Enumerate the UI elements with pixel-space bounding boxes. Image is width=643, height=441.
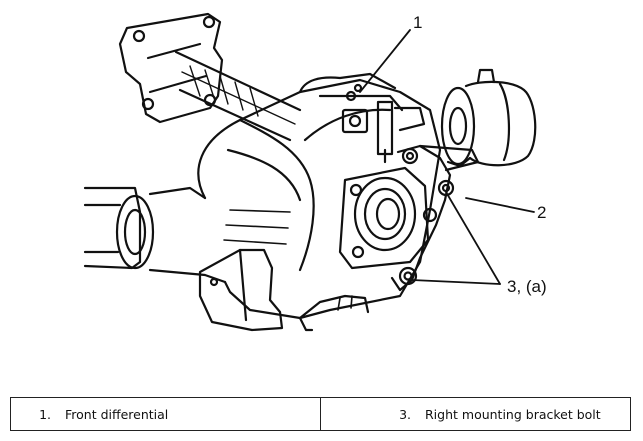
- left-axle-tube: [83, 186, 227, 284]
- rear-input-shaft: [118, 12, 302, 142]
- leader-line-3a: [445, 191, 501, 285]
- callout-2-label: 2: [537, 203, 546, 222]
- leader-line-1: [359, 29, 411, 93]
- legend-cell-1: 1. Front differential: [10, 397, 321, 431]
- legend-item-3-text: Right mounting bracket bolt: [425, 406, 601, 422]
- leader-lines: [359, 29, 535, 285]
- legend-item-1-number: 1.: [39, 406, 51, 422]
- callout-3-label: 3, (a): [507, 277, 547, 296]
- top-bracket: [341, 83, 426, 164]
- legend-item-3-number: 3.: [399, 406, 411, 422]
- legend-item-1-text: Front differential: [65, 406, 169, 422]
- leader-line-2: [465, 197, 535, 213]
- rubber-mount: [440, 68, 537, 168]
- legend-cell-3: 3. Right mounting bracket bolt: [320, 397, 631, 431]
- legend-row: 1. Front differential 3. Right mounting …: [10, 397, 631, 431]
- legend-table: 1. Front differential 3. Right mounting …: [10, 397, 631, 431]
- lower-bracket-foot: [198, 248, 370, 332]
- right-output-flange: [338, 166, 430, 270]
- leader-line-3b: [411, 279, 501, 285]
- differential-housing: [197, 72, 442, 320]
- callout-1-label: 1: [413, 13, 422, 32]
- front-differential-illustration: 1 2 3, (a): [83, 12, 547, 332]
- right-mounting-bracket: [390, 144, 480, 292]
